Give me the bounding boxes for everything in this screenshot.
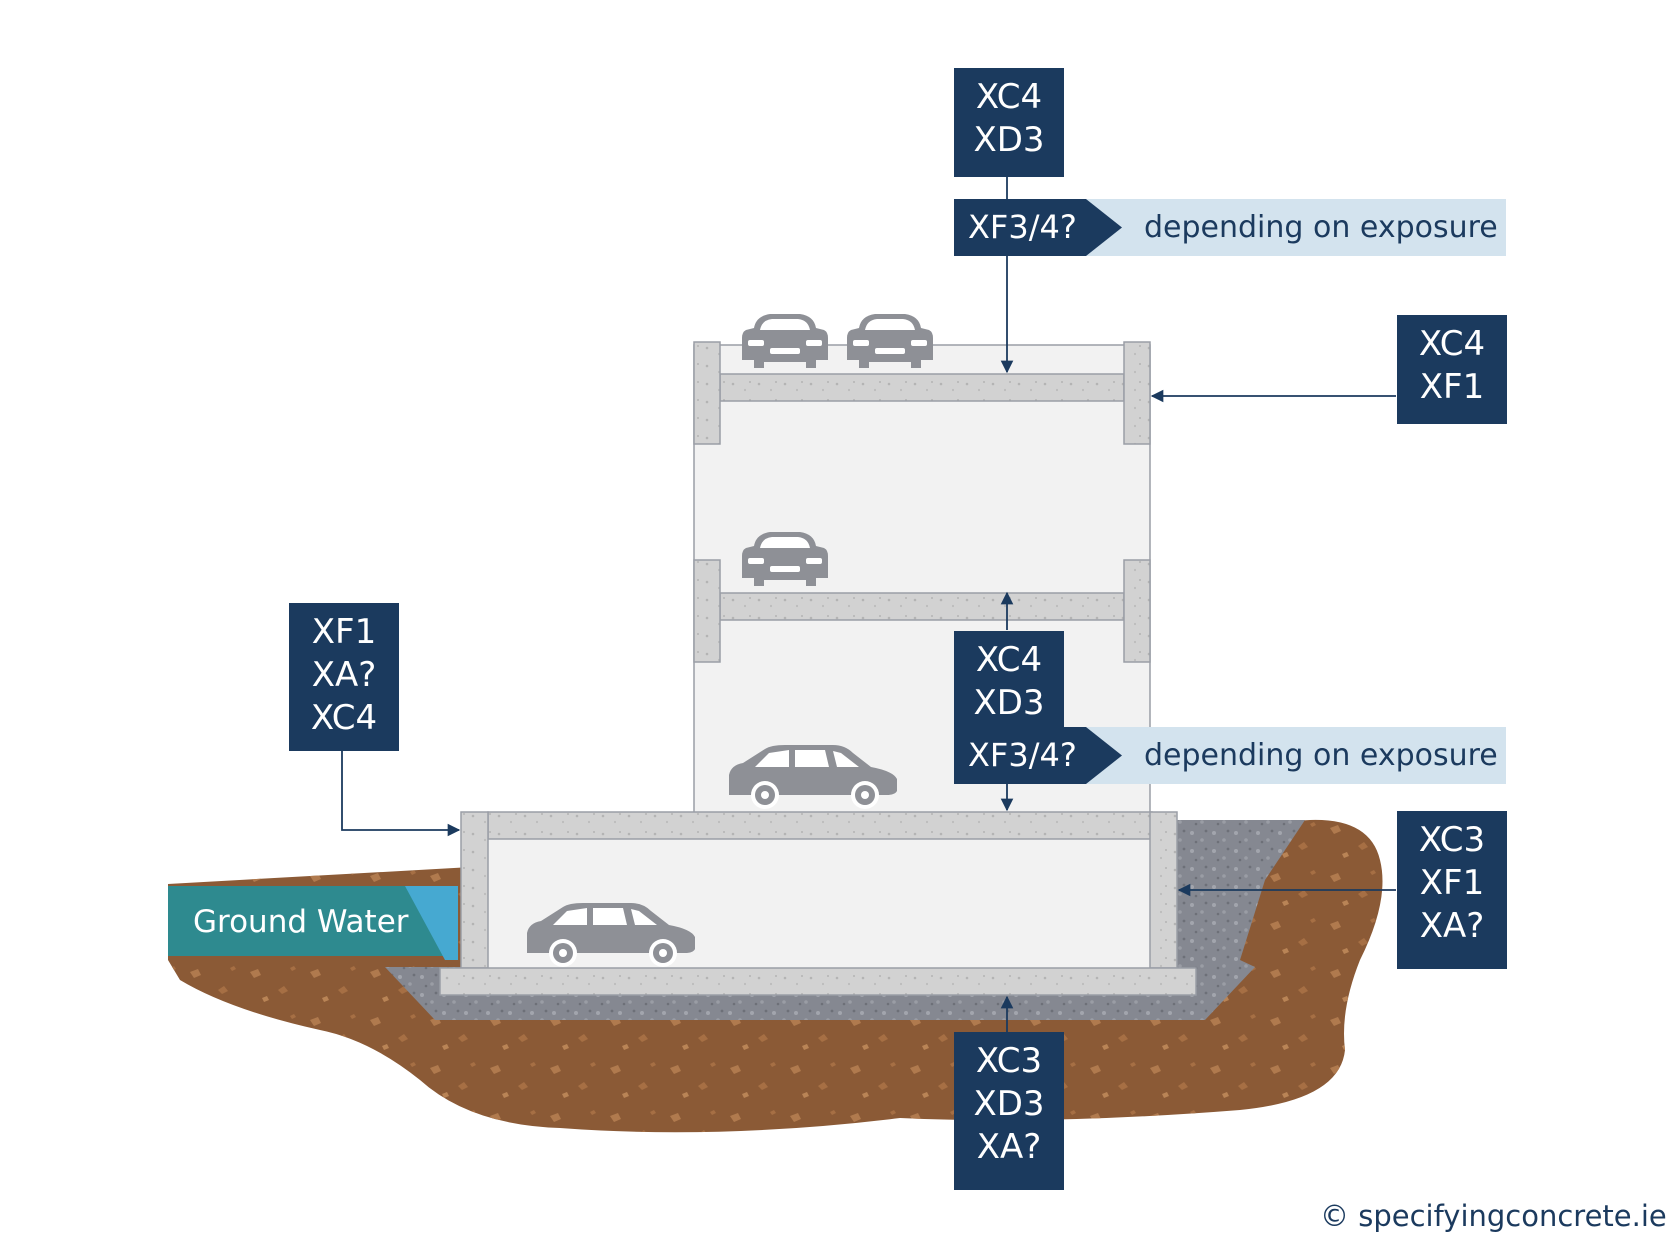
roof-chevron	[954, 199, 1122, 256]
roof-tag-note: depending on exposure	[1144, 210, 1498, 245]
left-wall-line-1: XF1	[311, 612, 377, 652]
basement-wall-right	[1149, 811, 1178, 969]
left-wall-exposure-label: XF1 XA? XC4	[289, 603, 399, 751]
basement-wall-left	[460, 811, 489, 969]
mid-tag-note: depending on exposure	[1144, 738, 1498, 773]
side-upper-exposure-label: XC4 XF1	[1397, 315, 1507, 424]
left-wall-line-3: XC4	[310, 698, 378, 738]
left-wall-line-2: XA?	[311, 655, 377, 695]
roof-tag-code: XF3/4?	[968, 208, 1077, 246]
mid-freeze-tag: XF3/4? depending on exposure	[954, 727, 1506, 784]
left-wall-leader	[341, 750, 461, 837]
roof-freeze-tag: XF3/4? depending on exposure	[954, 199, 1506, 256]
roof-exposure-label: XC4 XD3	[954, 68, 1064, 177]
base-label-line-1: XC3	[975, 1041, 1043, 1081]
mid-exposure-label: XC4 XD3	[954, 631, 1064, 740]
mid-tag-code: XF3/4?	[968, 736, 1077, 774]
roof-slab	[719, 373, 1125, 402]
car-roof-2	[847, 314, 933, 368]
roof-label-line-2: XD3	[973, 120, 1045, 160]
base-label-line-3: XA?	[976, 1127, 1042, 1167]
water-wedge	[405, 886, 458, 960]
mid-column-right	[1123, 559, 1151, 663]
roof-label-line-1: XC4	[975, 77, 1043, 117]
base-label-line-2: XD3	[973, 1084, 1045, 1124]
mid-slab	[719, 592, 1125, 621]
mid-label-line-2: XD3	[973, 683, 1045, 723]
side-basement-exposure-label: XC3 XF1 XA?	[1397, 811, 1507, 969]
mid-label-line-1: XC4	[975, 640, 1043, 680]
side-basement-line-2: XF1	[1419, 863, 1485, 903]
side-upper-line-1: XC4	[1418, 324, 1486, 364]
car-roof-1	[742, 314, 828, 368]
side-basement-line-3: XA?	[1419, 906, 1485, 946]
copyright-credit: © specifyingconcrete.ie	[1320, 1199, 1667, 1233]
ground-water	[168, 886, 458, 956]
side-basement-line-1: XC3	[1418, 820, 1486, 860]
mid-column-left	[693, 559, 721, 663]
ground-slab	[487, 811, 1153, 840]
mid-chevron	[954, 727, 1122, 784]
foundation-slab	[439, 967, 1197, 996]
upper-column-right	[1123, 341, 1151, 445]
upper-column-left	[693, 341, 721, 445]
ground-water-label: Ground Water	[193, 904, 409, 940]
side-upper-line-2: XF1	[1419, 367, 1485, 407]
base-exposure-label: XC3 XD3 XA?	[954, 1032, 1064, 1190]
